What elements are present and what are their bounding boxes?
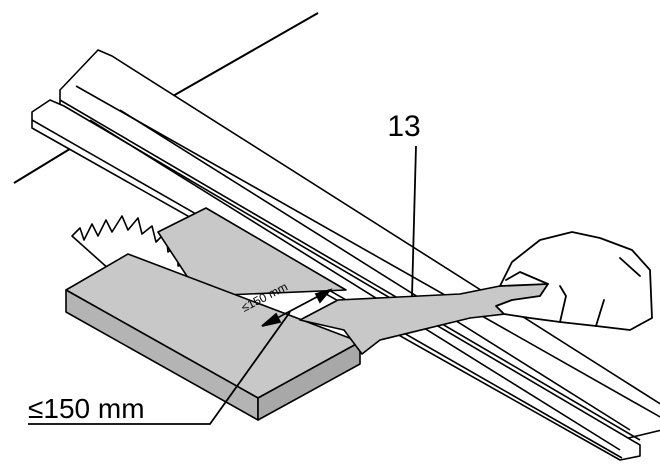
rip-fence <box>31 49 660 461</box>
part-number-13-label: 13 <box>387 110 420 143</box>
hand <box>495 231 653 331</box>
workpiece <box>65 207 361 421</box>
leader-lines <box>28 145 417 425</box>
leader-line-dimension <box>28 311 291 425</box>
width-dimension-arrow <box>261 288 333 327</box>
leader-line-13 <box>411 145 417 297</box>
dimension-label-bottom: ≤150 mm <box>28 393 145 424</box>
